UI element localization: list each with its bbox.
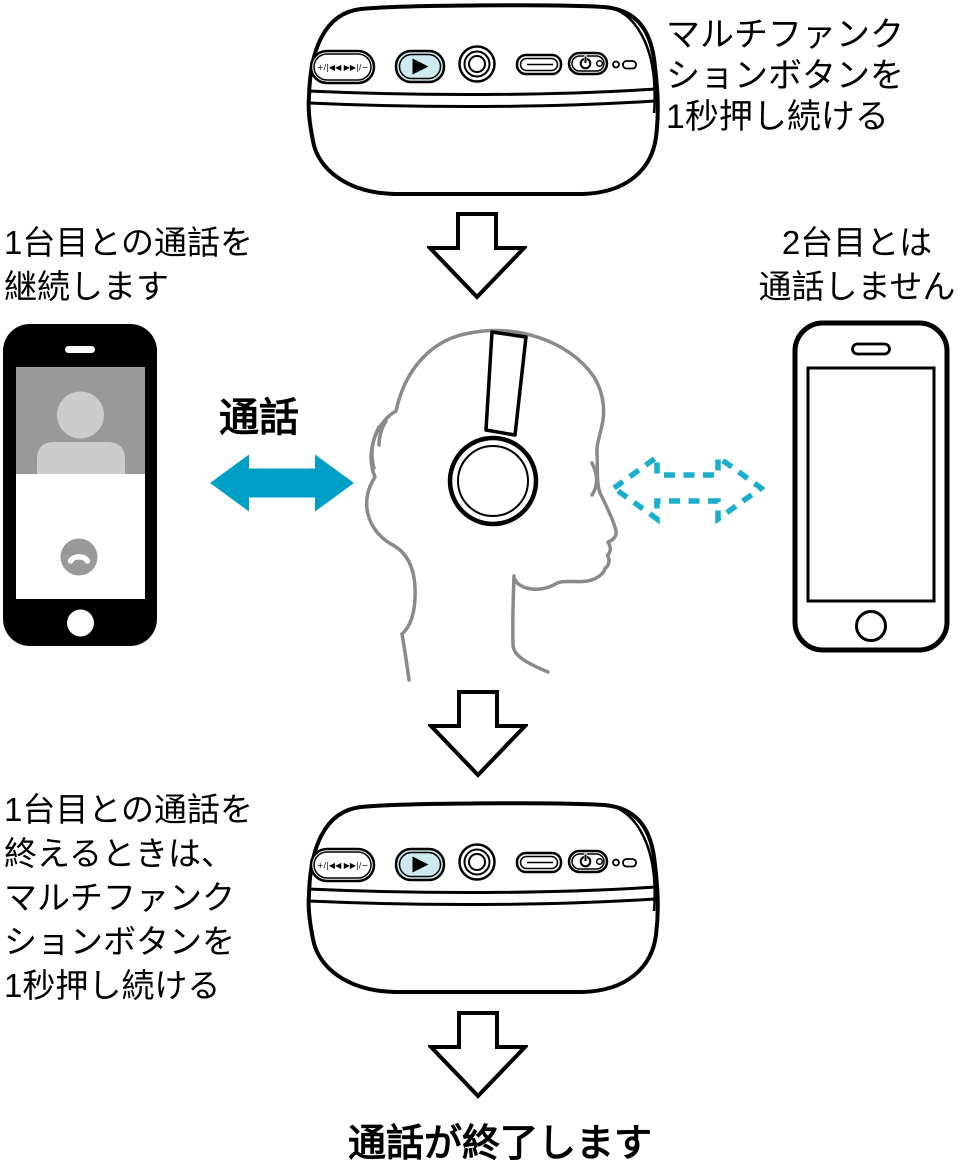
earcup-rim-edge xyxy=(611,804,656,912)
earcup-body xyxy=(306,801,660,994)
face-outline xyxy=(468,328,618,592)
headphone-top-illustration: +/|◀◀ ▶▶|/− xyxy=(299,1,664,199)
mic-hole xyxy=(595,59,604,68)
down-arrow-icon xyxy=(428,690,528,778)
caption-result: 通話が終了します xyxy=(347,1123,652,1163)
caption-first-line2: 継続します xyxy=(4,268,169,305)
earcup-seam-lower xyxy=(308,99,656,109)
indicator-slot-icon xyxy=(622,858,637,868)
caller-silhouette-head xyxy=(57,391,104,439)
phone1-speaker xyxy=(65,346,95,353)
led-indicator-icon xyxy=(612,60,620,69)
down-arrow-icon xyxy=(427,212,527,300)
track-button-label: +/|◀◀ ▶▶|/− xyxy=(317,861,368,870)
track-button-label: +/|◀◀ ▶▶|/− xyxy=(317,63,368,72)
hair-outline xyxy=(365,331,472,636)
track-button-inner xyxy=(313,851,372,879)
audio-jack-hole xyxy=(468,55,486,73)
audio-jack-ring xyxy=(463,848,491,876)
caption-step2-line3: マルチファンク xyxy=(4,879,235,916)
down-arrow-3 xyxy=(428,1011,528,1101)
phone-first-drawing xyxy=(3,324,157,646)
hair-stroke-1 xyxy=(370,425,381,470)
phone2-speaker xyxy=(851,342,891,356)
earcup-body xyxy=(306,3,660,196)
earcup-seam-upper xyxy=(307,885,657,895)
caption-first-line1: 1台目との通話を xyxy=(4,224,254,261)
audio-jack-ring xyxy=(463,50,491,78)
indicator-slot-icon xyxy=(622,60,637,70)
no-call-connection-arrow xyxy=(610,448,765,528)
phone2-home-button xyxy=(855,610,887,642)
usb-c-port-inner xyxy=(519,855,559,870)
caption-step2-line4: ションボタンを xyxy=(4,923,235,960)
down-arrow-1 xyxy=(427,212,527,302)
earcup-outer-ring xyxy=(447,435,539,527)
caption-second-line1: 2台目とは xyxy=(781,224,933,261)
caption-step2-line5: 1秒押し続ける xyxy=(4,967,221,1004)
headband xyxy=(484,330,528,437)
person-wearing-headphones xyxy=(348,323,648,691)
earcup-rim-edge xyxy=(611,6,656,114)
neck-back-line xyxy=(400,632,411,682)
neck-front-shoulder-line xyxy=(511,574,550,674)
ear-hair-wisp xyxy=(590,461,599,497)
track-button-inner xyxy=(313,53,372,81)
caption-step1-line3: 1秒押し続ける xyxy=(666,98,889,136)
headphone-earcup-drawing: +/|◀◀ ▶▶|/− xyxy=(306,801,660,994)
phone1-home-button xyxy=(67,609,94,637)
caption-step2-line2: 終えるときは、 xyxy=(4,835,235,872)
caption-step1-line1: マルチファンク xyxy=(666,16,904,54)
power-button xyxy=(567,51,609,76)
led-indicator-icon xyxy=(612,858,620,867)
headphone-earcup-drawing: +/|◀◀ ▶▶|/− xyxy=(306,3,660,196)
end-call-handset-icon xyxy=(67,554,91,564)
earcup-seam-lower xyxy=(308,897,656,907)
power-button-inner xyxy=(571,55,605,72)
phone-second-drawing xyxy=(792,320,950,653)
headphone-bottom-illustration: +/|◀◀ ▶▶|/− xyxy=(299,799,664,997)
earcup-inner-ring xyxy=(457,445,529,517)
power-button-inner xyxy=(571,853,605,870)
call-connection-arrow xyxy=(208,452,356,514)
mic-hole xyxy=(595,857,604,866)
power-button xyxy=(567,849,609,874)
caption-step1-line2: ションボタンを xyxy=(666,57,904,95)
caller-silhouette-shoulders xyxy=(37,442,125,474)
phone-second-device xyxy=(791,319,951,655)
play-icon xyxy=(412,856,429,873)
head-profile-drawing xyxy=(365,328,618,682)
caption-step1: マルチファンク ションボタンを 1秒押し続ける xyxy=(666,15,958,138)
audio-jack-hole xyxy=(468,853,486,871)
caption-step2-line1: 1台目との通話を xyxy=(4,791,254,828)
down-arrow-2 xyxy=(428,690,528,780)
phone-first-device xyxy=(1,321,161,651)
hair-stroke-2 xyxy=(377,419,388,447)
play-icon xyxy=(412,58,429,75)
call-label: 通話 xyxy=(219,396,299,440)
caption-second-line2: 通話しません xyxy=(758,268,956,305)
caption-second-device: 2台目とは 通話しません xyxy=(756,221,958,309)
double-arrow-dashed-icon xyxy=(610,451,765,525)
phone2-screen xyxy=(806,366,936,603)
double-arrow-solid-icon xyxy=(210,454,354,512)
caption-step2: 1台目との通話を 終えるときは、 マルチファンク ションボタンを 1秒押し続ける xyxy=(4,788,289,1008)
usb-c-port-inner xyxy=(519,57,559,72)
down-arrow-icon xyxy=(428,1011,528,1099)
caption-first-device: 1台目との通話を 継続します xyxy=(4,221,284,309)
earcup-seam-upper xyxy=(307,87,657,97)
